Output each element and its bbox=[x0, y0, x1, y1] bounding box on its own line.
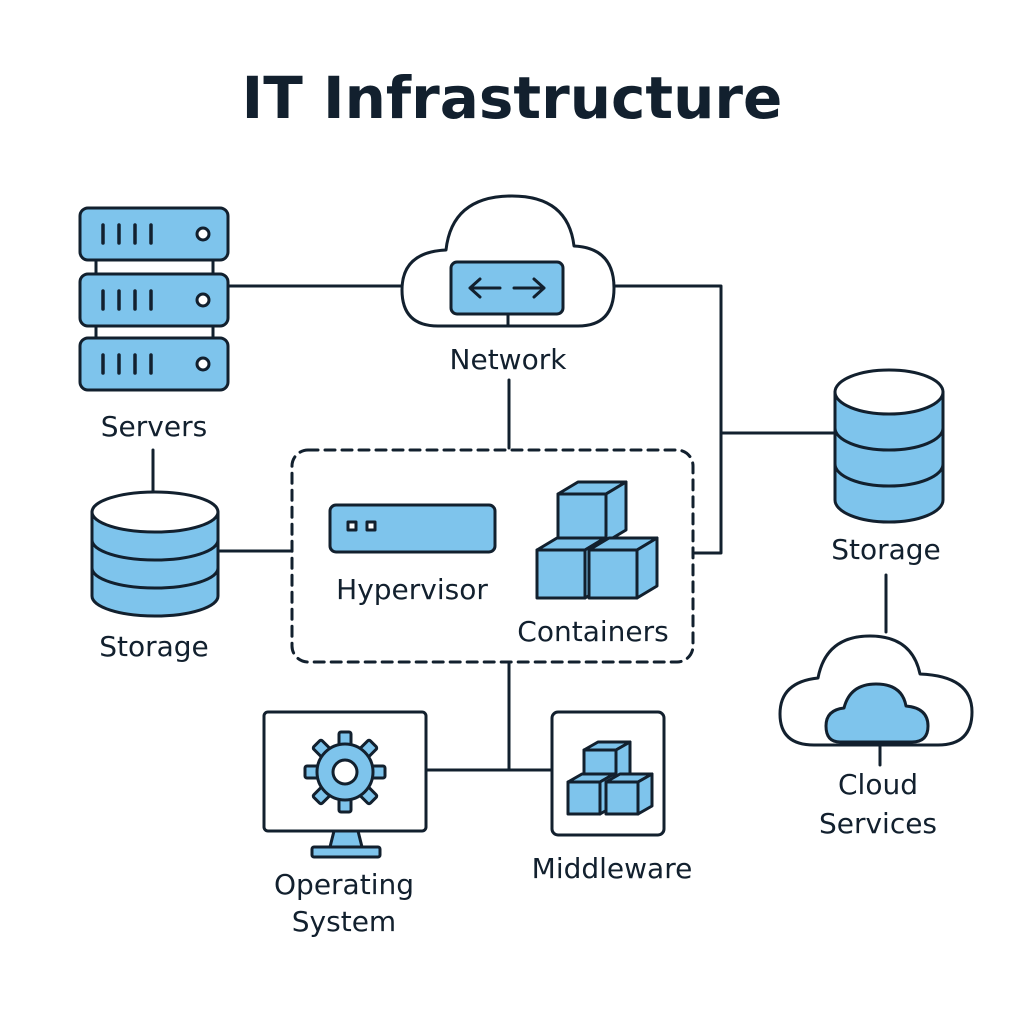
cloud-icon bbox=[778, 634, 974, 747]
storage-left-label: Storage bbox=[99, 630, 209, 663]
server-rack-icon bbox=[78, 206, 230, 392]
diagram-title: IT Infrastructure bbox=[241, 64, 783, 132]
storage-right-label: Storage bbox=[831, 533, 941, 566]
containers-label: Containers bbox=[517, 615, 669, 648]
middleware-icon bbox=[550, 710, 666, 837]
servers-label: Servers bbox=[100, 410, 208, 443]
virtualization-group-box bbox=[290, 448, 695, 664]
database-icon-right bbox=[833, 368, 945, 524]
cloud-services-label-line2: Services bbox=[818, 807, 938, 840]
containers-cubes-icon bbox=[535, 480, 659, 600]
hypervisor-label: Hypervisor bbox=[336, 573, 488, 606]
connectors bbox=[151, 284, 888, 772]
monitor-gear-icon bbox=[262, 710, 428, 859]
hypervisor-icon bbox=[328, 503, 497, 554]
cloud-services-label-line1: Cloud bbox=[838, 768, 918, 801]
database-icon-left bbox=[90, 490, 220, 618]
network-switch-icon bbox=[400, 194, 616, 328]
middleware-label: Middleware bbox=[531, 852, 693, 885]
operating-system-label-line1: Operating bbox=[274, 868, 414, 901]
network-label: Network bbox=[449, 343, 567, 376]
operating-system-label-line2: System bbox=[291, 905, 397, 938]
connector-network-right bbox=[610, 284, 723, 555]
